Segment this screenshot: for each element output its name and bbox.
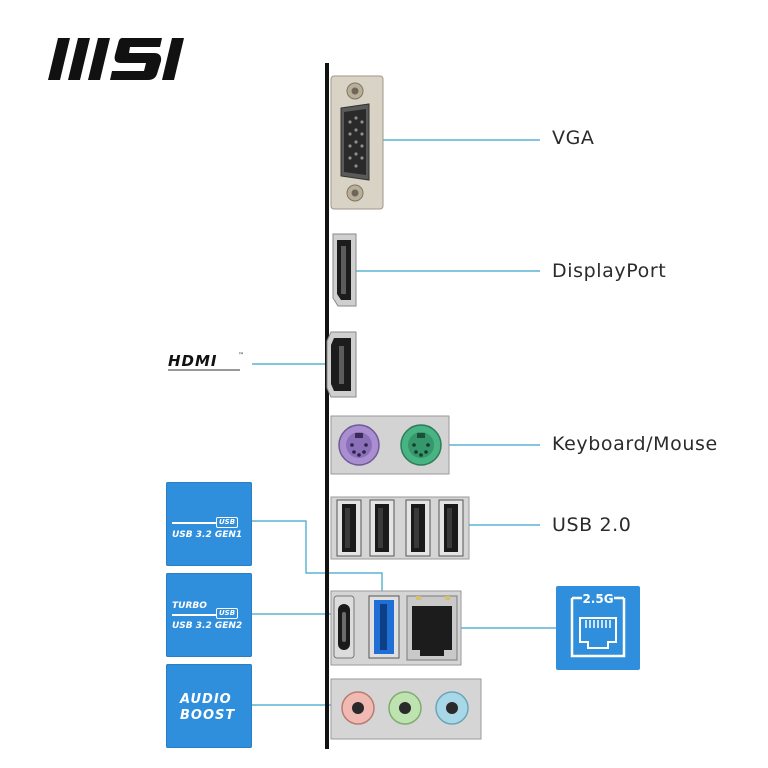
badge-speed-line	[172, 522, 216, 524]
usb2-ports[interactable]	[330, 496, 470, 560]
badge-turbo-text: TURBO	[172, 601, 207, 611]
badge-audio-line2: BOOST	[180, 708, 236, 723]
badge-usb-gen2-text: USB 3.2 GEN2	[172, 621, 243, 631]
audio-jack-blue[interactable]	[435, 691, 469, 725]
hdmi-logo: HDMI ™	[168, 352, 248, 374]
usb2-port-3	[405, 499, 431, 557]
label-usb2: USB 2.0	[552, 514, 632, 536]
hdmi-trademark: ™	[238, 352, 244, 359]
lan-speed-text: 2.5G	[582, 592, 614, 606]
badge-usb-gen1: USB USB 3.2 GEN1	[166, 482, 252, 566]
vga-port[interactable]	[330, 75, 384, 210]
usb-lan-block	[330, 590, 462, 666]
audio-jack-pink[interactable]	[341, 691, 375, 725]
displayport-port[interactable]	[332, 233, 357, 307]
audio-jacks	[330, 678, 482, 740]
usb2-port-2	[369, 499, 395, 557]
badge-speed-line	[172, 614, 216, 616]
hdmi-logo-text: HDMI	[168, 352, 218, 370]
usb3-port[interactable]	[368, 595, 400, 659]
badge-audio-boost: AUDIO BOOST	[166, 664, 252, 748]
badge-usb-gen2: TURBO USB USB 3.2 GEN2	[166, 573, 252, 657]
lan-port[interactable]	[406, 595, 458, 661]
audio-jack-green[interactable]	[388, 691, 422, 725]
io-shield-edge	[325, 63, 329, 749]
badge-usb-box: USB	[216, 517, 239, 528]
badge-usb-box: USB	[216, 608, 239, 619]
usb2-port-1	[336, 499, 362, 557]
label-displayport: DisplayPort	[552, 260, 667, 282]
badge-usb-gen1-text: USB 3.2 GEN1	[172, 530, 243, 540]
leader-line-usb-gen1	[252, 520, 383, 600]
label-vga: VGA	[552, 127, 595, 149]
ps2-port[interactable]	[330, 415, 450, 475]
hdmi-logo-underline	[168, 369, 240, 371]
badge-lan-2-5g: 2.5G	[556, 586, 640, 670]
ethernet-icon	[570, 596, 626, 658]
label-keyboard-mouse: Keyboard/Mouse	[552, 433, 718, 455]
usb-c-port[interactable]	[333, 595, 355, 659]
msi-logo	[48, 38, 184, 80]
hdmi-port[interactable]	[326, 331, 357, 398]
badge-audio-line1: AUDIO	[180, 692, 232, 707]
usb2-port-4	[438, 499, 464, 557]
